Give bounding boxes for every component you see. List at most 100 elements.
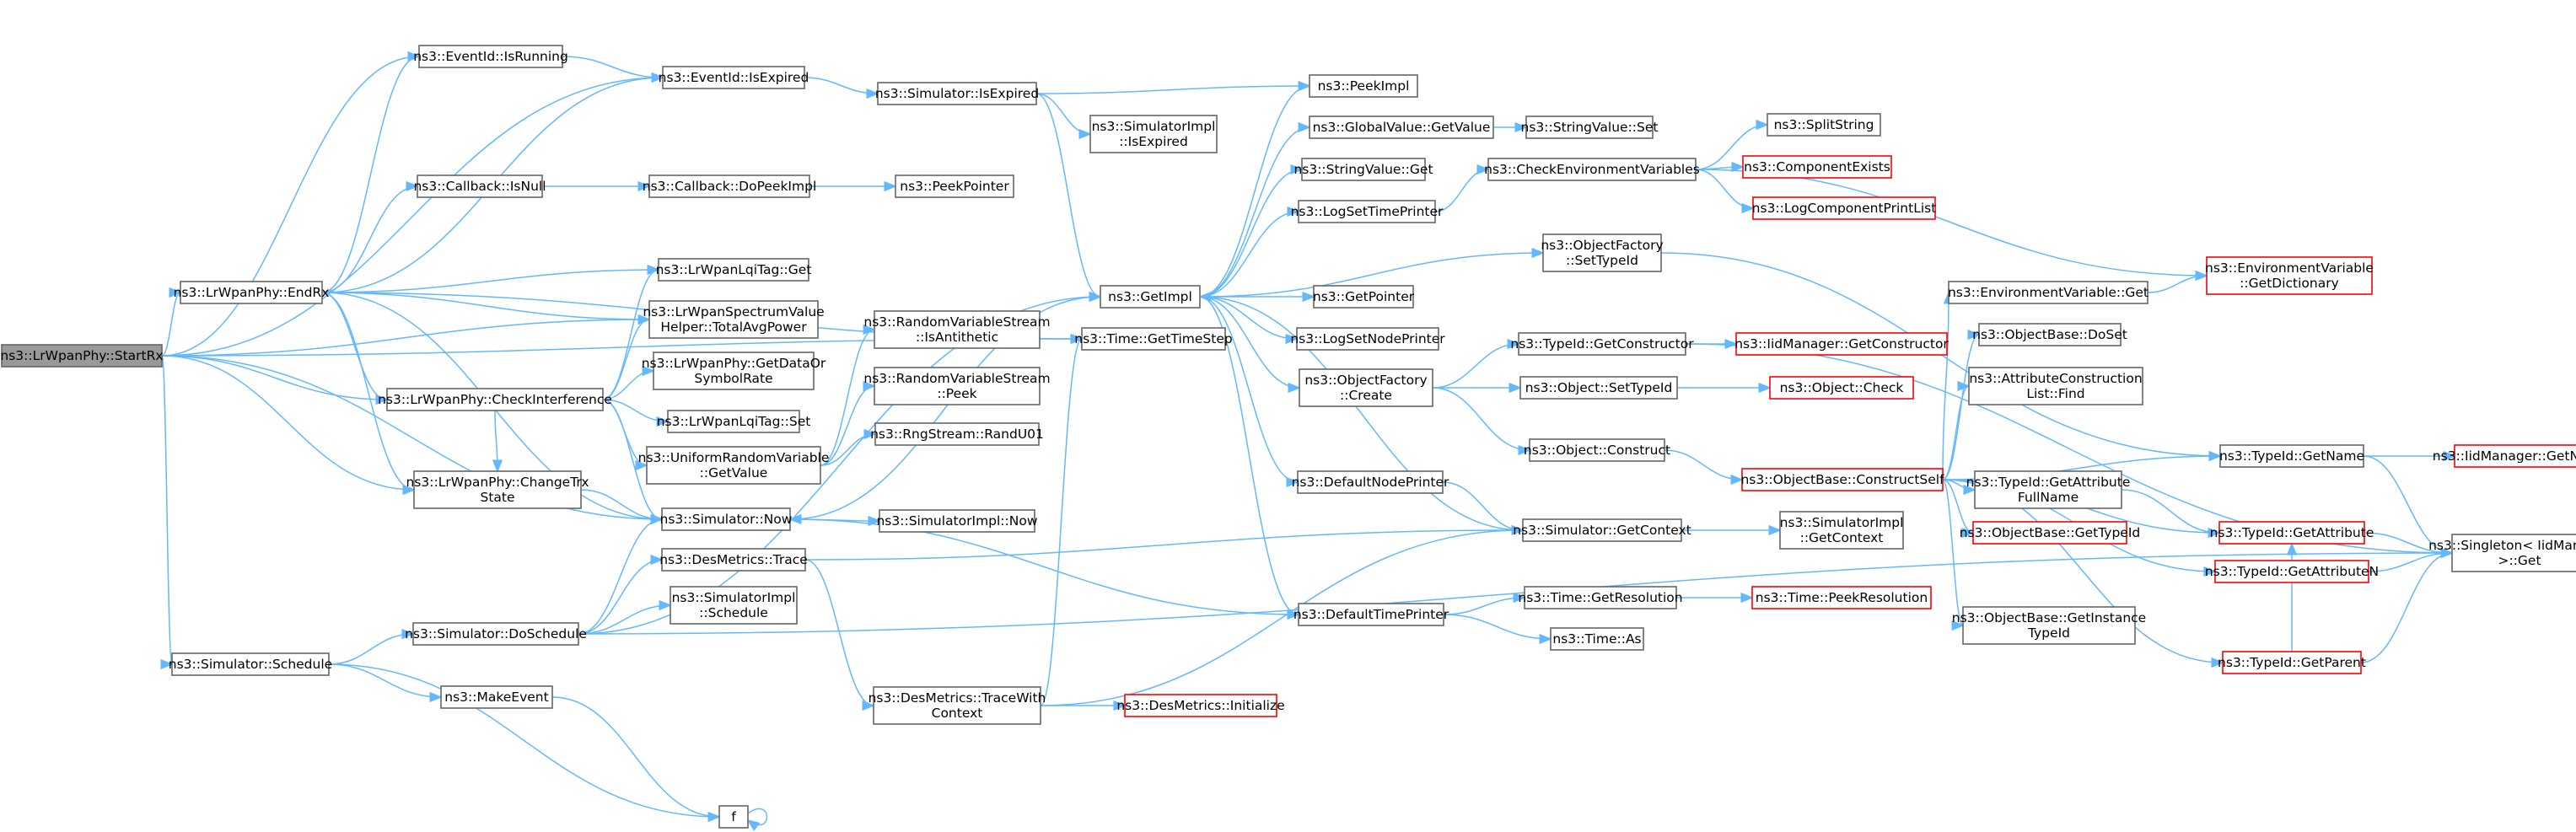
graph-node-n39[interactable]: ns3::RngStream::RandU01 [870, 422, 1044, 446]
graph-node-n23[interactable]: ns3::EnvironmentVariable::Get [1948, 281, 2148, 304]
graph-node-n65[interactable]: ns3::TypeId::GetParent [2218, 651, 2366, 674]
edge-n21-to-n6 [1199, 127, 1310, 298]
edge-n61-to-n59 [578, 605, 670, 635]
graph-node-n49[interactable]: ns3::Simulator::Now [660, 507, 793, 531]
graph-node-n33[interactable]: ns3::ObjectFactory::Create [1299, 368, 1433, 407]
node-label: ns3::LrWpanSpectrumValue [643, 304, 824, 319]
graph-node-n59[interactable]: ns3::SimulatorImpl::Schedule [670, 586, 798, 625]
graph-node-n64[interactable]: ns3::Simulator::Schedule [169, 652, 332, 676]
node-box [1974, 470, 2122, 509]
graph-node-n9[interactable]: ns3::StringValue::Get [1293, 158, 1433, 181]
graph-node-n32[interactable]: ns3::RandomVariableStream::Peek [863, 367, 1051, 405]
node-label: SymbolRate [694, 371, 772, 386]
graph-node-n15[interactable]: ns3::Callback::DoPeekImpl [643, 174, 817, 198]
edge-n3-to-n21 [1035, 93, 1101, 297]
graph-node-n56[interactable]: ns3::TypeId::GetAttributeN [2205, 560, 2379, 583]
graph-node-n46[interactable]: ns3::DefaultNodePrinter [1292, 470, 1449, 494]
graph-node-n16[interactable]: ns3::PeekPointer [895, 174, 1014, 198]
node-label: ns3::GlobalValue::GetValue [1313, 120, 1491, 135]
graph-node-n57[interactable]: ns3::Time::GetResolution [1518, 586, 1683, 609]
graph-node-n54[interactable]: ns3::Singleton< IidManager >::Get [2428, 534, 2576, 572]
graph-node-n24[interactable]: ns3::LrWpanSpectrumValueHelper::TotalAvg… [643, 300, 825, 339]
graph-node-n69[interactable]: f [718, 805, 749, 829]
graph-node-n13[interactable]: ns3::LogSetTimePrinter [1291, 200, 1444, 223]
graph-node-n8[interactable]: ns3::SplitString [1767, 113, 1881, 137]
graph-node-n19[interactable]: ns3::LrWpanLqiTag::Get [656, 258, 812, 282]
graph-node-n4[interactable]: ns3::PeekImpl [1309, 74, 1418, 98]
graph-node-n5[interactable]: ns3::SimulatorImpl::IsExpired [1089, 115, 1218, 153]
graph-node-n26[interactable]: ns3::LogSetNodePrinter [1290, 327, 1445, 351]
edge-n67-to-n50 [1040, 530, 1523, 706]
graph-node-n66[interactable]: ns3::MakeEvent [440, 685, 553, 709]
node-label: ns3::DesMetrics::Initialize [1116, 698, 1284, 713]
node-box [661, 507, 791, 531]
graph-node-n14[interactable]: ns3::Callback::IsNull [413, 174, 546, 198]
graph-node-n18[interactable]: ns3::EnvironmentVariable::GetDictionary [2205, 256, 2374, 295]
edge-n42-to-n54 [2363, 455, 2452, 553]
graph-node-n55[interactable]: ns3::DesMetrics::Trace [659, 548, 808, 572]
edge-n0-to-n37 [161, 355, 387, 400]
graph-node-n38[interactable]: ns3::LrWpanLqiTag::Set [657, 410, 811, 433]
node-label: ns3::LrWpanLqiTag::Set [657, 414, 811, 429]
graph-node-n21[interactable]: ns3::GetImpl [1100, 285, 1201, 309]
graph-node-n58[interactable]: ns3::Time::PeekResolution [1751, 586, 1932, 609]
graph-node-n1[interactable]: ns3::EventId::IsRunning [413, 45, 568, 68]
graph-node-n62[interactable]: ns3::Time::As [1550, 627, 1644, 651]
node-label: ns3::StringValue::Get [1293, 162, 1433, 177]
graph-node-n11[interactable]: ns3::ComponentExists [1742, 155, 1892, 179]
graph-node-n50[interactable]: ns3::Simulator::GetContext [1513, 518, 1691, 542]
node-label: >::Get [2498, 553, 2541, 568]
graph-node-n42[interactable]: ns3::TypeId::GetName [2219, 444, 2364, 468]
node-label: f [731, 809, 736, 824]
graph-node-n51[interactable]: ns3::SimulatorImpl::GetContext [1779, 511, 1904, 550]
graph-node-n3[interactable]: ns3::Simulator::IsExpired [875, 82, 1039, 105]
graph-node-n25[interactable]: ns3::RandomVariableStream::IsAntithetic [863, 310, 1051, 349]
graph-node-n12[interactable]: ns3::LogComponentPrintList [1752, 196, 1937, 220]
graph-node-n45[interactable]: ns3::SimulatorImpl::Now [876, 509, 1038, 533]
node-label: ns3::GetImpl [1108, 289, 1192, 304]
graph-node-n37[interactable]: ns3::LrWpanPhy::CheckInterference [378, 388, 612, 411]
graph-node-n27[interactable]: ns3::ObjectBase::DoSet [1972, 323, 2127, 346]
graph-node-n28[interactable]: ns3::Time::GetTimeStep [1074, 327, 1233, 351]
node-label: ns3::Time::GetResolution [1518, 590, 1682, 605]
node-label: ns3::ObjectFactory [1304, 373, 1427, 388]
edge-n48-to-n53 [2121, 489, 2219, 533]
node-label: ns3::EnvironmentVariable::Get [1948, 285, 2148, 300]
graph-node-n2[interactable]: ns3::EventId::IsExpired [659, 66, 809, 89]
graph-node-n6[interactable]: ns3::GlobalValue::GetValue [1309, 115, 1494, 139]
node-box [874, 367, 1041, 405]
graph-node-n29[interactable]: ns3::TypeId::GetConstructor [1510, 332, 1694, 356]
graph-node-n53[interactable]: ns3::TypeId::GetAttribute [2210, 521, 2374, 545]
graph-node-n17[interactable]: ns3::ObjectFactory::SetTypeId [1541, 233, 1664, 272]
node-label: ns3::DesMetrics::Trace [659, 552, 808, 567]
graph-node-n61[interactable]: ns3::Simulator::DoSchedule [405, 622, 587, 646]
graph-node-n30[interactable]: ns3::IidManager::GetConstructor [1734, 332, 1949, 356]
graph-node-n43[interactable]: ns3::IidManager::GetName [2433, 444, 2576, 468]
graph-node-n22[interactable]: ns3::GetPointer [1313, 285, 1415, 309]
graph-node-n35[interactable]: ns3::Object::SetTypeId [1519, 376, 1678, 400]
node-box [2219, 444, 2364, 468]
graph-node-n47[interactable]: ns3::ObjectBase::ConstructSelf [1740, 468, 1944, 491]
graph-node-n41[interactable]: ns3::Object::Construct [1524, 438, 1670, 462]
edge-n69-to-n69 [748, 808, 768, 824]
graph-node-n0[interactable]: ns3::LrWpanPhy::StartRx [0, 344, 164, 368]
graph-node-n20[interactable]: ns3::LrWpanPhy::EndRx [174, 281, 330, 304]
graph-node-n68[interactable]: ns3::DesMetrics::Initialize [1116, 694, 1285, 717]
node-label: ns3::LrWpanPhy::ChangeTrx [406, 475, 589, 490]
graph-node-n52[interactable]: ns3::ObjectBase::GetTypeId [1960, 521, 2141, 545]
edge-n3-to-n4 [1035, 86, 1310, 94]
node-box [877, 82, 1037, 105]
node-box [1124, 694, 1277, 717]
graph-node-n10[interactable]: ns3::CheckEnvironmentVariables [1484, 158, 1700, 181]
graph-node-n7[interactable]: ns3::StringValue::Set [1521, 115, 1659, 139]
graph-node-n40[interactable]: ns3::UniformRandomVariable::GetValue [638, 446, 830, 485]
graph-node-n60[interactable]: ns3::DefaultTimePrinter [1293, 603, 1449, 626]
edge-n44-to-n49 [580, 489, 662, 519]
graph-node-n36[interactable]: ns3::Object::Check [1769, 376, 1914, 400]
